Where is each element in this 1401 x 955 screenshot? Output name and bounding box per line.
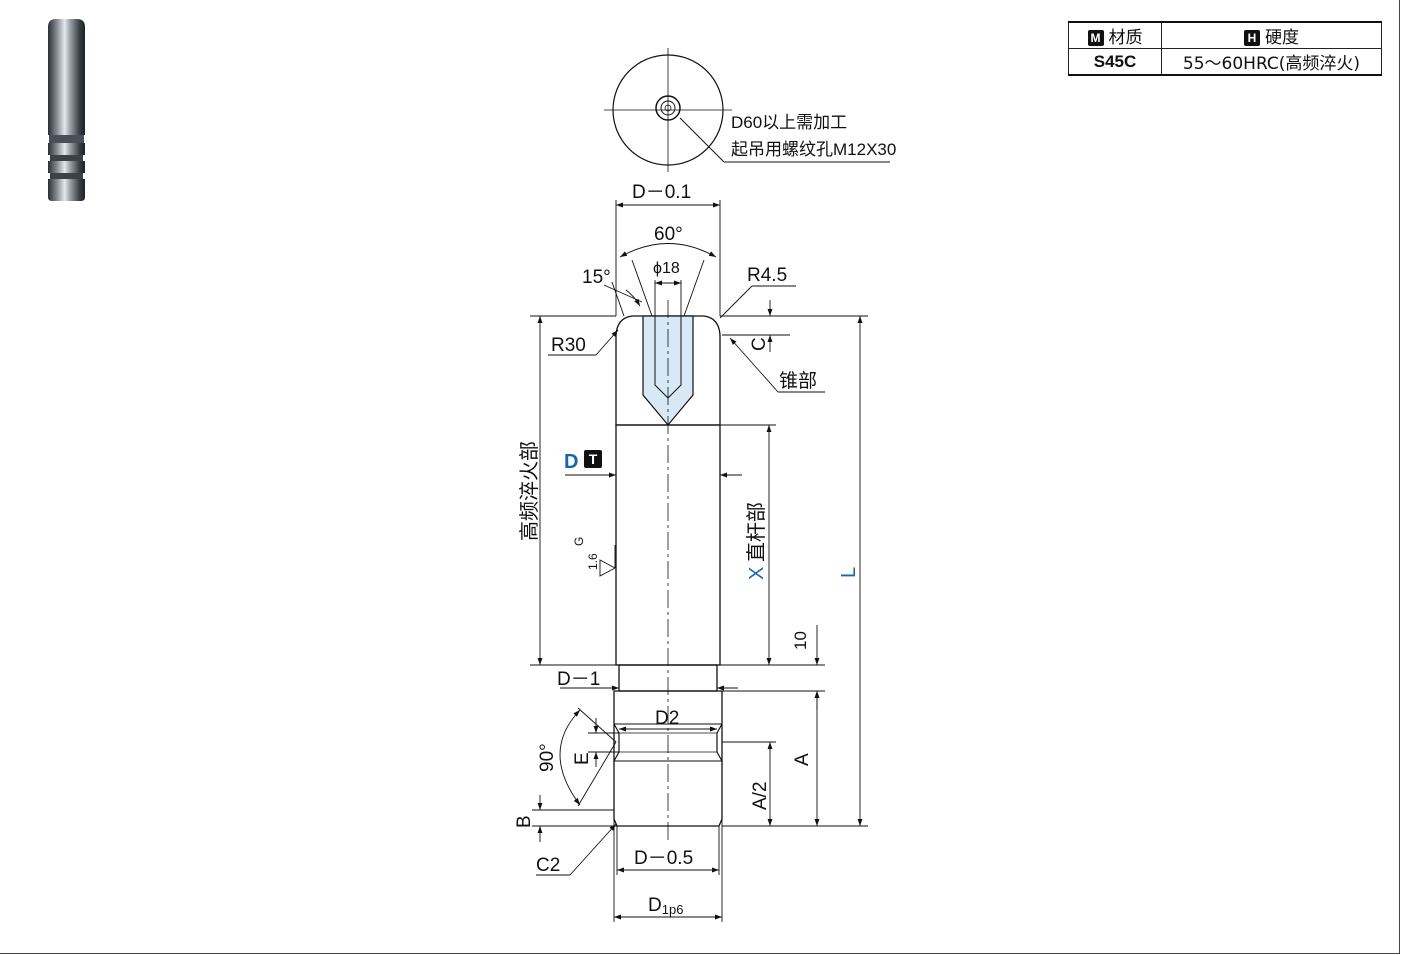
cone-angle-arc (619, 243, 717, 258)
tolerance-badge-label: T (589, 451, 598, 467)
tapered-head (615, 315, 721, 426)
material-header-label: 材质 (1108, 28, 1143, 48)
thread-hole-inner (660, 100, 676, 116)
edge-radius-label: R4.5 (747, 265, 787, 286)
note-leader (679, 117, 725, 163)
thread-note-line1: D60以上需加工 (731, 113, 847, 132)
cone-angle-label: 60° (654, 224, 683, 245)
thread-note-line2: 起吊用螺纹孔M12X30 (731, 140, 896, 159)
bottom-width-label: D－0.5 (634, 848, 693, 869)
groove-dia-label: D2 (655, 708, 679, 729)
tolerance-badge (584, 450, 602, 468)
thread-hole-outer (655, 95, 681, 121)
hardness-badge: H (1244, 30, 1260, 46)
half-length-label: A/2 (750, 781, 771, 810)
roughness-value-label: 1.6 (586, 553, 600, 570)
bottom-chamfer-label: C2 (536, 855, 560, 876)
fit-dia-label: D1p6 (648, 895, 683, 917)
bottom-step-label: B (514, 815, 535, 828)
neck-dia-label: D－1 (557, 669, 600, 690)
groove-width-label: E (572, 752, 593, 765)
material-badge: M (1087, 30, 1104, 46)
taper-part-label: 锥部 (779, 370, 817, 392)
offset-ten-label: 10 (791, 631, 810, 650)
end-view (604, 48, 890, 172)
taper-height-label: C (749, 337, 770, 351)
groove (613, 723, 723, 762)
length-a-label: A (792, 753, 813, 766)
material-value: S45C (1068, 48, 1162, 76)
fit-dia-sub: 1p6 (662, 902, 684, 917)
fit-dia-main: D (648, 895, 662, 916)
shank-dia-label: D (564, 451, 578, 473)
hardness-header-label: 硬度 (1265, 28, 1299, 48)
overall-length-label: L (838, 567, 860, 578)
product-photo (48, 19, 85, 201)
hole-dia-label: ϕ18 (653, 260, 680, 277)
roughness-symbol (599, 559, 616, 577)
crown-radius-label: R30 (551, 335, 586, 356)
top-width-label: D－0.1 (632, 182, 691, 203)
groove-angle-label: 90° (537, 743, 558, 772)
straight-part-label: 直杆部 (745, 502, 768, 562)
hardness-header: H 硬度 (1161, 21, 1382, 49)
roughness-grade-label: G (572, 537, 586, 546)
hardened-part-label: 高频淬火部 (518, 441, 541, 541)
spec-value-row: S45C 55～60HRC(高频淬火) (1068, 48, 1382, 76)
groove-angle-arc (559, 709, 581, 806)
chamfer-angle-label: 15° (582, 267, 611, 288)
hardness-value: 55～60HRC(高频淬火) (1161, 48, 1382, 76)
straight-length-symbol: X (746, 567, 768, 580)
